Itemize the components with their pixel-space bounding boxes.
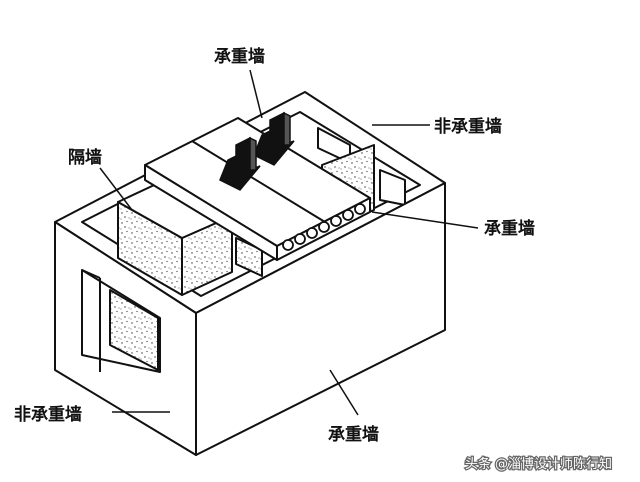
label-front-bearing-wall: 承重墙 (328, 424, 379, 445)
label-top-bearing-wall: 承重墙 (214, 46, 265, 67)
slab-joint (191, 140, 326, 223)
label-left-non-bearing-wall: 非承重墙 (14, 404, 82, 425)
label-partition-wall: 隔墙 (68, 147, 102, 168)
label-right-bearing-wall: 承重墙 (484, 218, 535, 239)
leader-lines (99, 69, 479, 416)
label-right-non-bearing-wall: 非承重墙 (434, 116, 502, 137)
left-opening-inner (109, 289, 159, 371)
slab-hollow-cores (282, 203, 366, 251)
load-arrows (219, 111, 295, 191)
watermark: 头条 @淄博设计师陈行知 (465, 456, 612, 472)
slab-left (144, 164, 278, 261)
